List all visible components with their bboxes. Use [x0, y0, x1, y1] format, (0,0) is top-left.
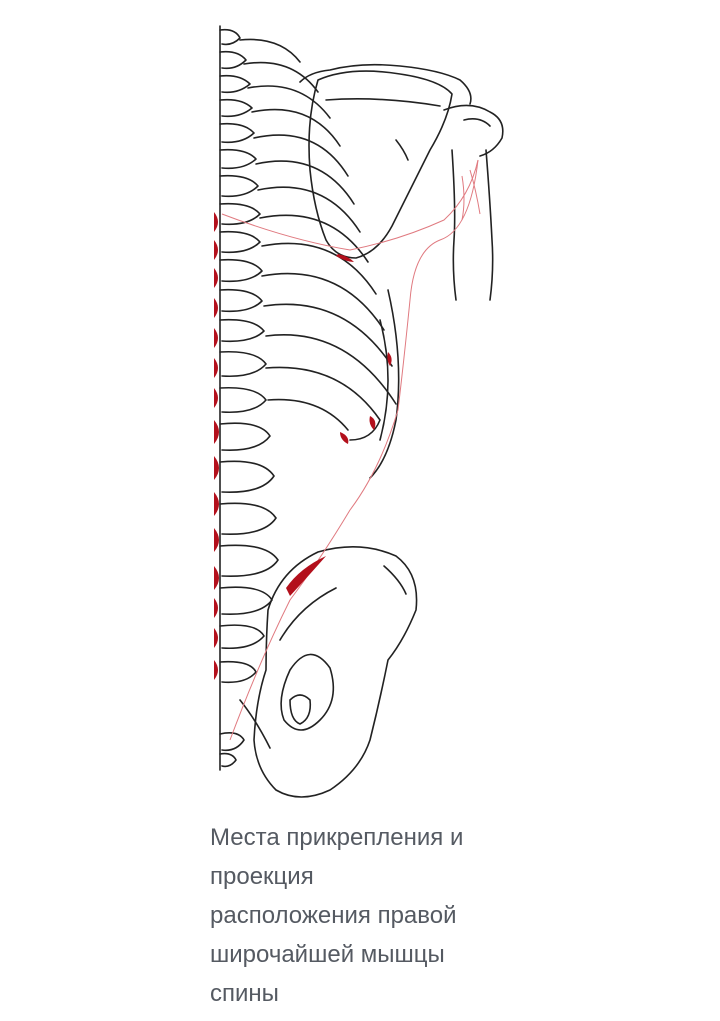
pelvis [239, 546, 418, 798]
scapula [299, 63, 472, 259]
figure-caption: Места прикрепления и проекция расположен… [210, 824, 464, 1007]
muscle-projection [221, 159, 481, 741]
skeleton-drawing [214, 25, 504, 798]
muscle-attachments [214, 212, 392, 680]
rib-cage [239, 38, 400, 479]
humerus [443, 104, 504, 301]
spine [219, 25, 279, 771]
anatomy-illustration [214, 25, 504, 798]
